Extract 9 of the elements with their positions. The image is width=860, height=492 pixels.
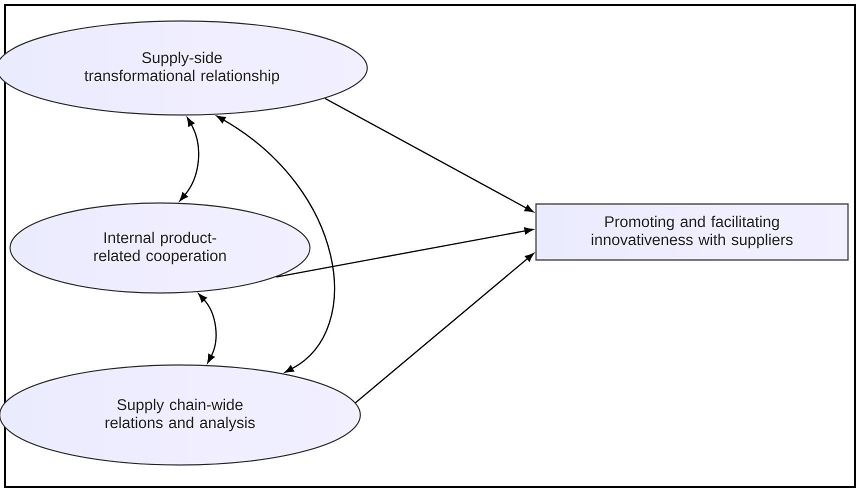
arrow bbox=[324, 98, 534, 212]
process-box: Promoting and facilitating innovativeness with suppliers bbox=[535, 203, 849, 261]
arrow bbox=[179, 117, 200, 202]
arrow bbox=[198, 294, 217, 364]
ellipse-node: Supply chain-wide relations and analysis bbox=[0, 364, 361, 466]
arrow bbox=[216, 116, 335, 373]
arrow bbox=[355, 253, 534, 404]
arrow bbox=[276, 227, 534, 278]
ellipse-node: Internal product-related cooperation bbox=[10, 202, 311, 294]
